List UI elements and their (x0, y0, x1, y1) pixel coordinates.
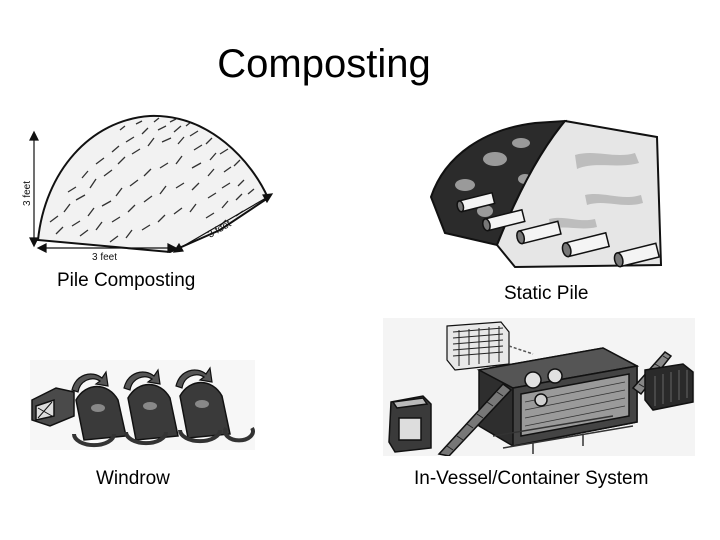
depth-label: 3 feet (92, 252, 117, 260)
aeration-pipes (456, 191, 661, 268)
slide-title: Composting (217, 42, 431, 86)
static-pile-illustration (425, 115, 665, 273)
windrow-caption: Windrow (96, 468, 170, 489)
bottom-circular-arrows (72, 426, 255, 448)
in-vessel-caption: In-Vessel/Container System (414, 468, 649, 489)
in-vessel-illustration (383, 318, 695, 456)
windrow-turner (31, 387, 75, 427)
windrow-illustration (30, 360, 255, 450)
composting-vessel (476, 347, 640, 447)
output-bin (644, 363, 694, 411)
conveyor-belt (437, 382, 513, 456)
height-label: 3 feet (22, 181, 33, 206)
static-pile-caption: Static Pile (504, 283, 589, 304)
pile-composting-illustration: 3 feet 3 feet 3 feet (20, 102, 280, 260)
depth-dimension-arrow (36, 243, 178, 253)
pile-composting-caption: Pile Composting (57, 270, 196, 291)
width-dimension-arrow (172, 193, 274, 253)
support-frame (492, 415, 634, 454)
compost-mound (36, 114, 270, 254)
height-dimension-arrow (29, 130, 39, 248)
turning-arrows (71, 366, 213, 393)
feed-hopper (388, 395, 432, 453)
windrow-piles (75, 381, 231, 441)
